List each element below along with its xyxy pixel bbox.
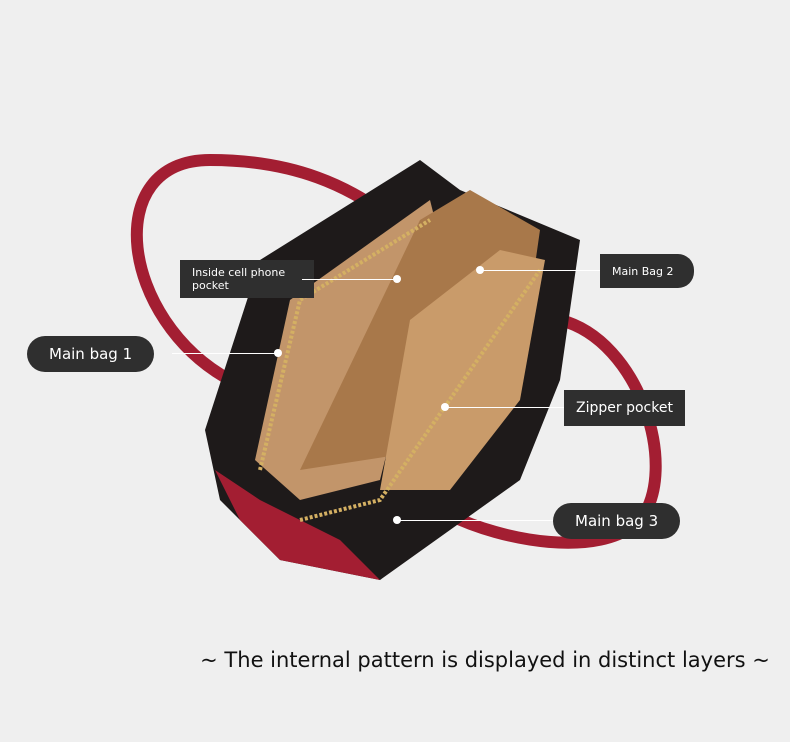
label-main-bag-2: Main Bag 2 [600,254,694,288]
label-phone-pocket: Inside cell phone pocket [180,260,314,298]
zipper-pocket-lining [380,250,545,490]
label-zipper-pocket: Zipper pocket [564,390,685,426]
label-main-bag-1: Main bag 1 [27,336,155,372]
left-handle [130,153,384,386]
bag-red-side [215,470,380,580]
label-text: Inside cell phone pocket [192,266,286,292]
caption: ~ The internal pattern is displayed in d… [200,648,770,672]
label-text: Zipper pocket [576,400,673,416]
label-text: Main bag 1 [49,345,133,363]
label-text: Main Bag 2 [612,264,674,278]
label-main-bag-3: Main bag 3 [553,503,681,539]
label-text: Main bag 3 [575,512,659,530]
